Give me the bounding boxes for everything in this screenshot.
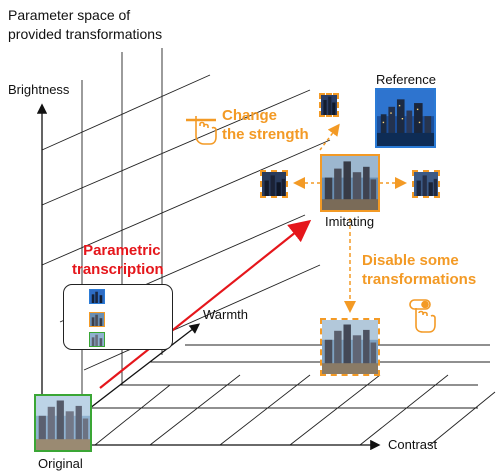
transcription-arrow — [99, 219, 312, 389]
disable-line-1: Disable some — [362, 252, 459, 269]
disable-label: Disable some transformations — [362, 251, 476, 289]
parametric-line-1: Parametric — [83, 242, 161, 259]
change-strength-line-1: Change — [222, 107, 278, 124]
contrast-label: Contrast — [388, 437, 438, 452]
title-line-2: provided transformations — [8, 26, 163, 42]
strength-variant-right — [412, 170, 440, 198]
disabled-result-image — [320, 318, 380, 376]
title-line-1: Parameter space of — [8, 7, 131, 23]
parametric-label: Parametric transcription — [72, 241, 164, 279]
parametric-line-2: transcription — [72, 261, 164, 278]
imitating-label: Imitating — [325, 214, 375, 229]
change-strength-label: Change the strength — [222, 106, 309, 144]
callout-imitating-thumb — [89, 312, 105, 327]
reference-image — [375, 88, 436, 148]
original-label: Original — [38, 456, 83, 471]
strength-variant-up — [319, 93, 339, 117]
hand-slider-icon — [186, 116, 217, 145]
grid-floor-lines — [90, 344, 496, 446]
original-image — [34, 394, 92, 452]
transcription-callout — [63, 284, 173, 350]
callout-original-thumb — [89, 332, 105, 347]
warmth-label: Warmth — [203, 307, 249, 322]
brightness-label: Brightness — [8, 82, 70, 97]
strength-variant-left — [260, 170, 288, 198]
strength-arrows — [293, 123, 407, 189]
hand-toggle-icon — [409, 299, 436, 333]
disable-line-2: transformations — [362, 271, 477, 288]
grid-diagonal-lines — [41, 74, 331, 371]
imitating-image — [320, 154, 380, 212]
reference-label: Reference — [376, 72, 436, 87]
change-strength-line-2: the strength — [222, 126, 309, 143]
diagram-title: Parameter space of provided transformati… — [8, 6, 162, 44]
callout-reference-thumb — [89, 289, 105, 304]
